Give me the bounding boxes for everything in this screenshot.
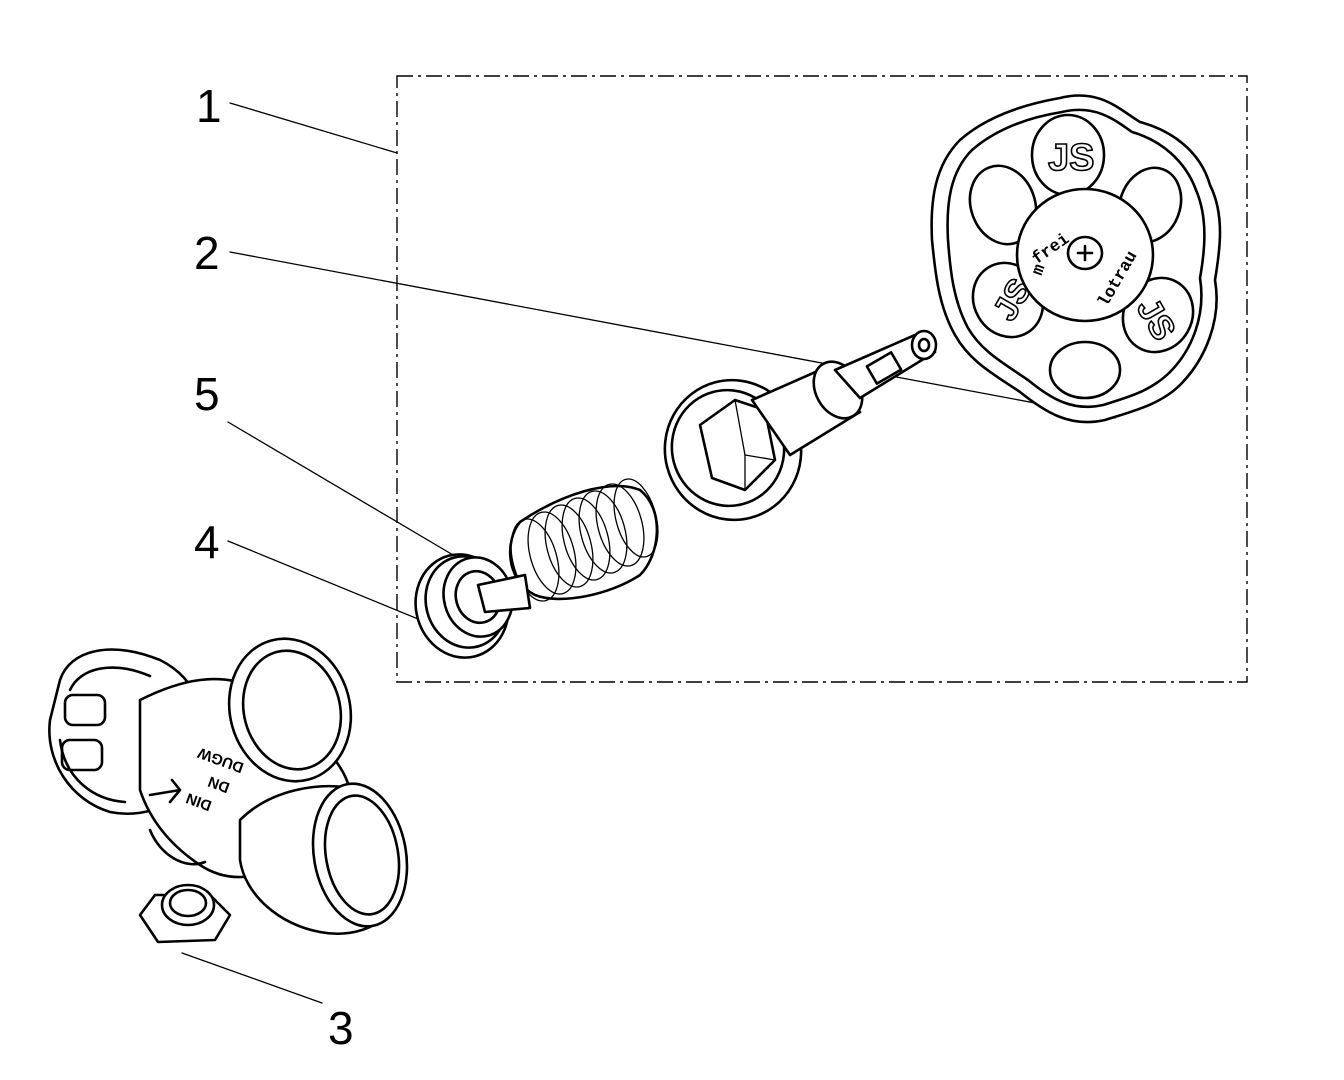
emblem-text: JS: [1048, 137, 1094, 179]
drain-boss: [148, 828, 207, 866]
spoke-opening: [968, 164, 1038, 246]
spoke-opening: [1048, 340, 1122, 400]
callout-1: 1: [196, 80, 222, 132]
subassembly-boundary: [396, 75, 1248, 683]
callout-3: 3: [328, 1002, 354, 1054]
callout-4: 4: [194, 516, 220, 568]
valve-disc: [414, 553, 532, 659]
leader-line-1: [229, 102, 398, 154]
spindle-assembly: [663, 329, 938, 522]
spring: [508, 478, 659, 602]
leader-line-2: [229, 251, 1116, 419]
handwheel: JS JS JS frei m lotrau: [930, 94, 1222, 424]
flow-arrow-icon: [148, 778, 182, 804]
bonnet-port: [227, 637, 353, 783]
leader-line-5: [227, 421, 471, 566]
body-marking: DN: [206, 773, 232, 796]
valve-body: DUGW DN DIN: [48, 637, 409, 936]
drain-plug: [138, 883, 232, 944]
callout-2: 2: [194, 227, 220, 279]
handwheel-rim-inner: [946, 108, 1206, 409]
leader-line-3: [181, 952, 323, 1004]
disc-stem: [476, 573, 532, 614]
callout-5: 5: [194, 368, 220, 420]
